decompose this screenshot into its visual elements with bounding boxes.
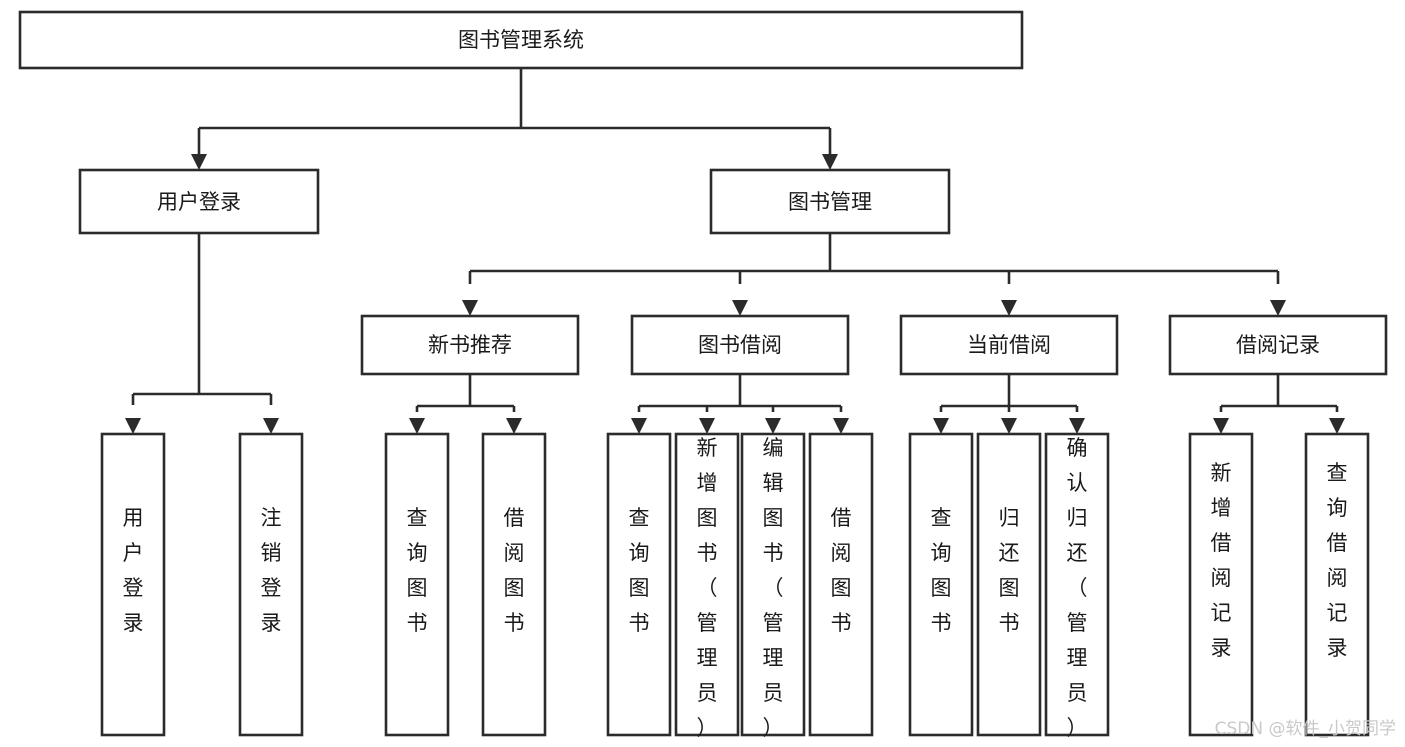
connector-current-borrow-to-leaves [933, 374, 1085, 434]
leaf-borrow-book-1-label: 借阅图书 [504, 506, 525, 635]
leaf-query-book-2[interactable]: 查询图书 [606, 432, 672, 737]
arrow-to-borrow-record [1270, 300, 1286, 316]
node-borrow-record-label: 借阅记录 [1236, 333, 1320, 357]
node-current-borrow[interactable]: 当前借阅 [899, 314, 1119, 376]
connector-new-book-recommend-to-leaves [409, 374, 522, 434]
leaf-query-record[interactable]: 查询借阅记录 [1304, 432, 1370, 737]
arrow-to-leaf-query-record [1329, 418, 1345, 434]
arrow-to-user-login [191, 154, 207, 170]
leaf-return-book-label: 归还图书 [999, 506, 1020, 635]
connector-borrow-record-to-leaves [1213, 374, 1345, 434]
leaf-borrow-book-1[interactable]: 借阅图书 [481, 432, 547, 737]
connector-user-login-to-leaves [125, 233, 279, 434]
node-new-book-recommend-label: 新书推荐 [428, 333, 512, 357]
leaf-query-book-3[interactable]: 查询图书 [908, 432, 974, 737]
leaf-query-book-3-label: 查询图书 [931, 506, 952, 635]
leaf-return-book[interactable]: 归还图书 [976, 432, 1042, 737]
leaf-borrow-book-2[interactable]: 借阅图书 [808, 432, 874, 737]
leaf-query-book-1-label: 查询图书 [407, 506, 428, 635]
arrow-to-leaf-query-book-3 [933, 418, 949, 434]
arrow-to-leaf-user-login [125, 418, 141, 434]
arrow-to-leaf-borrow-book-2 [833, 418, 849, 434]
arrow-to-leaf-return-book [1001, 418, 1017, 434]
arrow-to-new-book-recommend [462, 300, 478, 316]
arrow-to-leaf-query-book-2 [631, 418, 647, 434]
leaf-confirm-return[interactable]: 确认归还（管理员） [1044, 432, 1110, 740]
arrow-to-book-management [822, 154, 838, 170]
arrow-to-leaf-query-book-1 [409, 418, 425, 434]
node-root[interactable]: 图书管理系统 [18, 10, 1024, 70]
node-current-borrow-label: 当前借阅 [967, 333, 1051, 357]
leaf-add-book-label: 新增图书（管理员） [697, 436, 718, 740]
connector-book-borrow-to-leaves [631, 374, 849, 434]
leaf-user-login[interactable]: 用户登录 [100, 432, 166, 737]
leaf-edit-book[interactable]: 编辑图书（管理员） [740, 432, 806, 740]
connector-book-management-to-level2 [462, 233, 1286, 316]
leaf-user-logout-label: 注销登录 [261, 506, 282, 635]
arrow-to-leaf-add-book [699, 418, 715, 434]
node-book-borrow[interactable]: 图书借阅 [630, 314, 850, 376]
node-root-label: 图书管理系统 [458, 28, 584, 52]
node-book-management-label: 图书管理 [788, 190, 872, 214]
leaf-user-logout[interactable]: 注销登录 [238, 432, 304, 737]
leaf-add-record-label: 新增借阅记录 [1211, 461, 1232, 660]
leaf-confirm-return-label: 确认归还（管理员） [1067, 436, 1088, 740]
connector-root-to-level1 [191, 68, 838, 170]
leaf-query-record-label: 查询借阅记录 [1327, 461, 1348, 660]
leaf-add-book[interactable]: 新增图书（管理员） [674, 432, 740, 740]
arrow-to-current-borrow [1001, 300, 1017, 316]
node-new-book-recommend[interactable]: 新书推荐 [360, 314, 580, 376]
node-book-borrow-label: 图书借阅 [698, 333, 782, 357]
arrow-to-leaf-user-logout [263, 418, 279, 434]
leaf-edit-book-label: 编辑图书（管理员） [763, 436, 784, 740]
node-user-login[interactable]: 用户登录 [78, 168, 320, 235]
leaf-query-book-1[interactable]: 查询图书 [384, 432, 450, 737]
watermark-label: CSDN @软件_小贺同学 [1215, 719, 1396, 739]
leaf-borrow-book-2-label: 借阅图书 [831, 506, 852, 635]
leaf-query-book-2-label: 查询图书 [629, 506, 650, 635]
node-borrow-record[interactable]: 借阅记录 [1168, 314, 1388, 376]
leaf-user-login-label: 用户登录 [123, 506, 144, 635]
node-book-management[interactable]: 图书管理 [709, 168, 951, 235]
arrow-to-leaf-borrow-book-1 [506, 418, 522, 434]
arrow-to-leaf-edit-book [765, 418, 781, 434]
node-user-login-label: 用户登录 [157, 190, 241, 214]
leaf-add-record[interactable]: 新增借阅记录 [1188, 432, 1254, 737]
arrow-to-leaf-confirm-return [1069, 418, 1085, 434]
arrow-to-leaf-add-record [1213, 418, 1229, 434]
arrow-to-book-borrow [732, 300, 748, 316]
